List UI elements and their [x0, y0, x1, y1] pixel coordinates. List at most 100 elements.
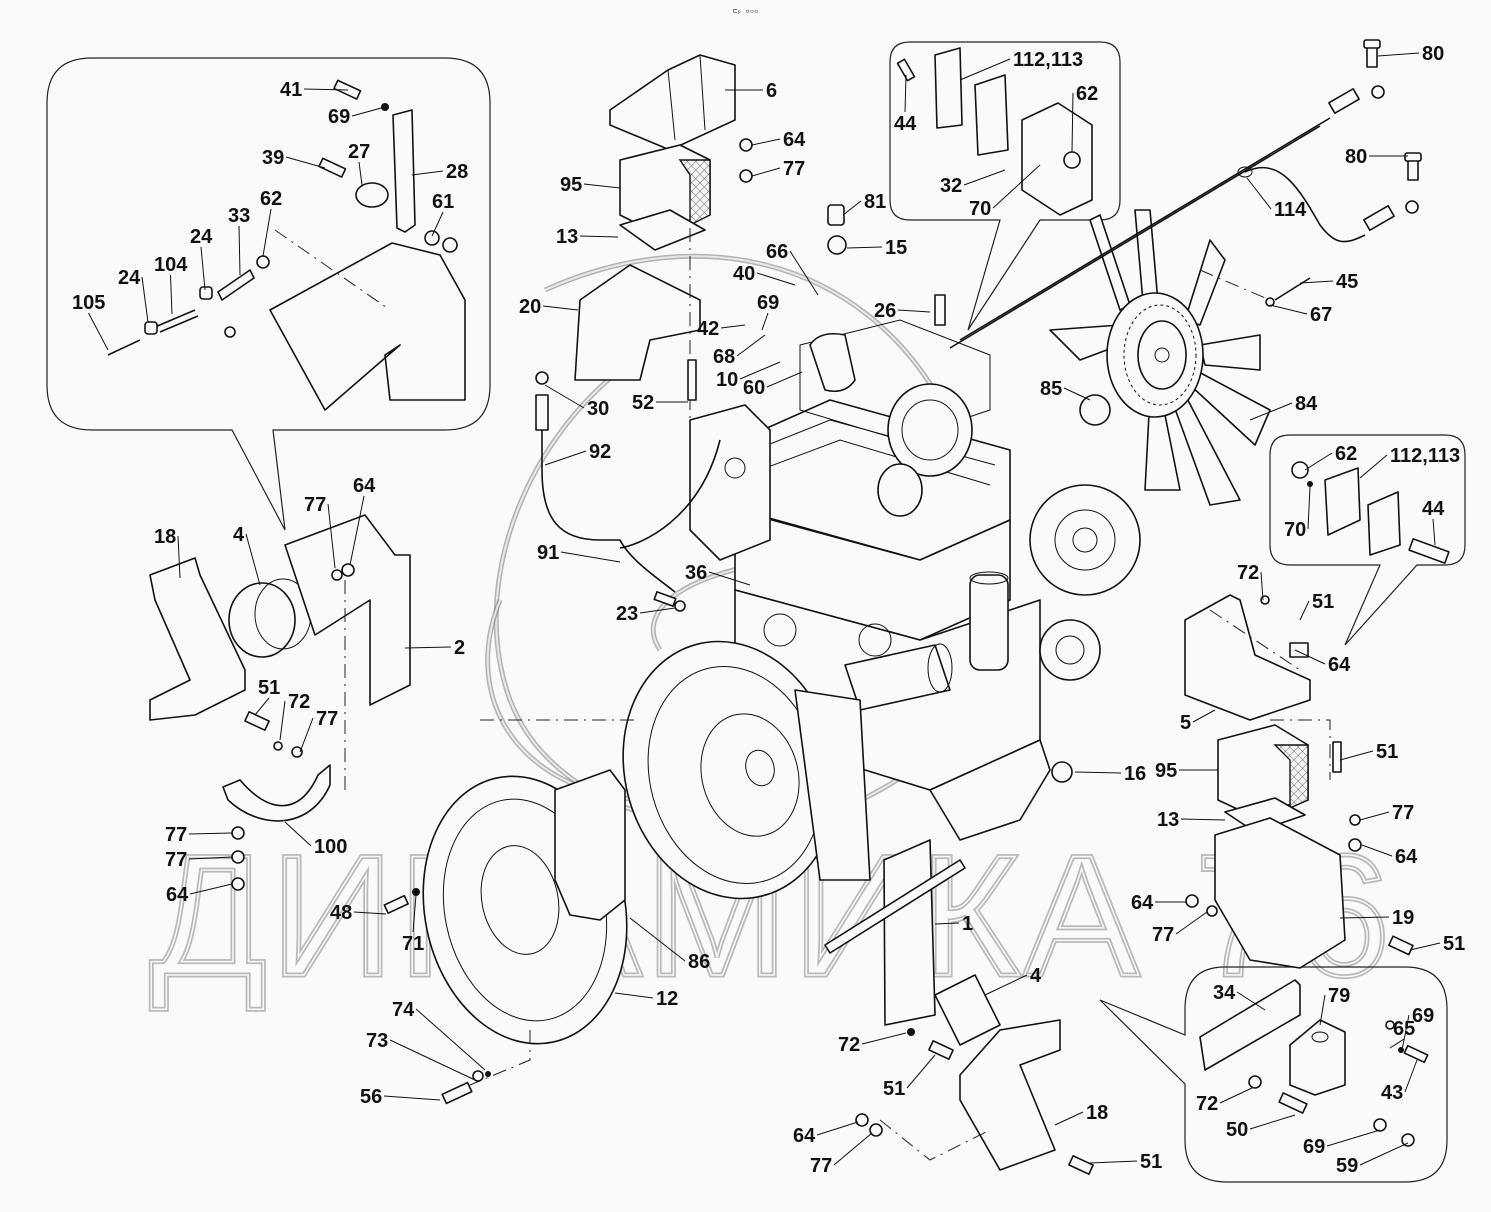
callout-64: 64 — [1294, 649, 1351, 676]
turbocharger — [887, 383, 973, 477]
leader-line — [245, 533, 261, 586]
callout-84: 84 — [1249, 393, 1318, 421]
leader-line — [1377, 52, 1420, 57]
callout-label: 18 — [1086, 1102, 1108, 1124]
callout-91: 91 — [537, 542, 621, 564]
callout-51: 51 — [254, 677, 280, 716]
bracket-18-left — [149, 557, 246, 721]
callout-77: 77 — [751, 158, 805, 180]
leader-line — [934, 922, 960, 925]
callout-label: 32 — [940, 175, 962, 197]
leader-line — [1359, 1142, 1409, 1166]
callout-label: 40 — [733, 263, 755, 285]
callout-23: 23 — [616, 603, 676, 625]
leader-line — [383, 1095, 441, 1101]
callout-label: 95 — [1155, 760, 1177, 782]
leader-line — [751, 138, 781, 146]
callout-label: 70 — [969, 198, 991, 220]
callout-64: 64 — [1131, 892, 1186, 914]
leader-line — [861, 1032, 907, 1045]
leader-line — [188, 832, 233, 835]
leader-line — [411, 170, 444, 176]
callout-label: 51 — [883, 1078, 905, 1100]
leader-line — [284, 821, 312, 847]
callout-label: 34 — [1213, 982, 1236, 1004]
callout-label: 66 — [766, 241, 788, 263]
leader-line — [708, 571, 751, 586]
callout-label: 4 — [1030, 965, 1042, 987]
leader-line — [1294, 649, 1326, 665]
bracket-2 — [284, 514, 411, 706]
leader-line — [761, 312, 769, 331]
callout-label: 67 — [1310, 304, 1332, 326]
leader-line — [285, 156, 326, 169]
callout-label: 33 — [228, 205, 250, 227]
leader-line — [189, 883, 233, 895]
leader-line — [544, 384, 585, 409]
callout-label: 64 — [783, 129, 806, 151]
relay-parts — [1199, 979, 1346, 1096]
leader-line — [404, 646, 452, 649]
leader-line — [963, 169, 1006, 186]
callout-label: 80 — [1422, 43, 1444, 65]
callout-label: 62 — [1076, 83, 1098, 105]
leader-line — [846, 246, 883, 249]
callout-label: 45 — [1336, 271, 1358, 293]
callout-42: 42 — [697, 318, 746, 340]
callout-24: 24 — [118, 267, 149, 323]
leader-line — [842, 200, 862, 216]
callout-label: 1 — [962, 913, 973, 935]
plate-13 — [619, 209, 706, 251]
callout-label: 26 — [874, 300, 896, 322]
oil-filter — [969, 574, 1009, 671]
callout-label: 70 — [1284, 519, 1306, 541]
left-mount — [149, 514, 411, 822]
callout-label: 5 — [1180, 712, 1191, 734]
leader-line — [279, 700, 286, 741]
leader-line — [351, 106, 386, 117]
callout-112-113: 112,113 — [959, 49, 1083, 81]
callout-43: 43 — [1381, 1059, 1418, 1104]
callout-label: 12 — [656, 988, 678, 1010]
callout-77: 77 — [1359, 802, 1414, 824]
callout-label: 36 — [685, 562, 707, 584]
callout-label: 28 — [446, 161, 468, 183]
callout-62: 62 — [1304, 443, 1357, 471]
leader-line — [1404, 1059, 1418, 1093]
callout-label: 59 — [1336, 1155, 1358, 1177]
front-mount — [574, 54, 736, 381]
callout-label: 41 — [280, 79, 302, 101]
callout-104: 104 — [154, 254, 188, 315]
leader-line — [1074, 771, 1122, 774]
callout-label: 51 — [1312, 591, 1334, 613]
callout-label: 6 — [766, 80, 777, 102]
callout-label: 74 — [392, 999, 415, 1021]
leader-line — [88, 312, 109, 351]
callout-64: 64 — [166, 883, 233, 906]
leader-line — [904, 74, 907, 113]
leader-line — [262, 208, 272, 257]
arm-28 — [392, 109, 416, 233]
callout-32: 32 — [940, 169, 1006, 197]
bracket-19 — [1214, 817, 1346, 969]
leader-line — [1339, 916, 1390, 919]
right-mount — [1184, 594, 1346, 969]
bracket-34 — [1199, 979, 1301, 1071]
water-pump — [1039, 619, 1101, 681]
leader-line — [327, 503, 336, 569]
callout-64: 64 — [793, 1121, 859, 1147]
leader-line — [389, 1039, 476, 1081]
callout-40: 40 — [733, 263, 796, 286]
callout-61: 61 — [431, 191, 454, 237]
inset-bubbles — [46, 41, 1466, 1183]
callout-36: 36 — [685, 562, 751, 586]
callout-label: 80 — [1345, 146, 1367, 168]
callout-label: 112,113 — [1390, 445, 1460, 467]
rubber-mount-4-left — [228, 582, 296, 658]
callout-label: 91 — [537, 542, 559, 564]
leader-line — [766, 371, 803, 388]
callout-label: 77 — [783, 158, 805, 180]
callout-label: 77 — [1152, 924, 1174, 946]
callout-label: 61 — [432, 191, 454, 213]
leader-line — [992, 164, 1041, 209]
